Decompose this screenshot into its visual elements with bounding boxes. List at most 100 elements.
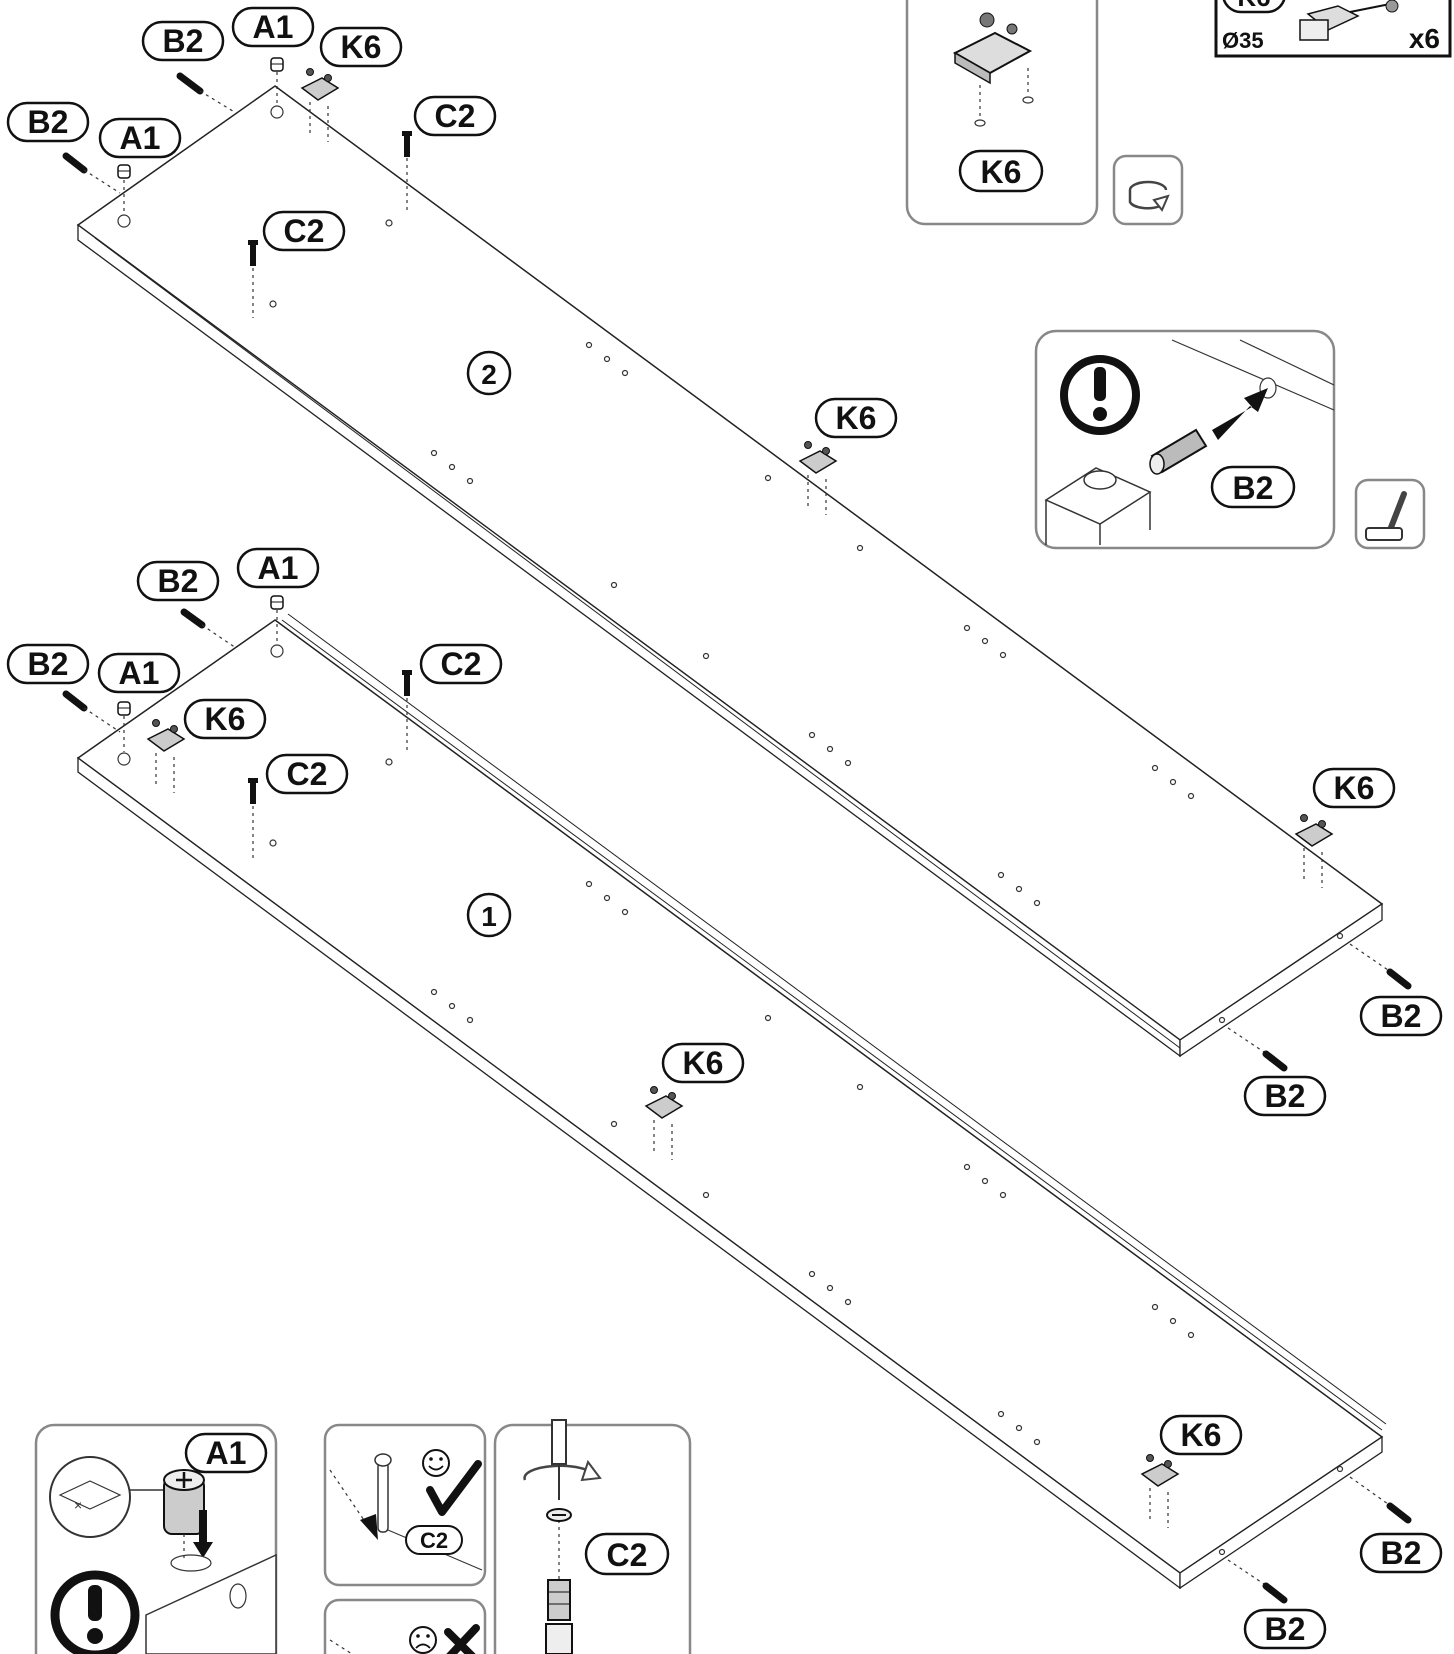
label-b2: B2 [141,20,225,62]
label-c2: C2 [419,643,503,685]
hinge-plate-k6 [1294,814,1334,888]
fittings [62,57,1412,1604]
label-b2: B2 [1359,995,1443,1037]
svg-text:B2: B2 [1381,998,1422,1034]
svg-text:K6: K6 [1237,0,1270,12]
label-c2: C2 [405,1525,463,1555]
dowel-b2-detail [1149,428,1208,475]
hinge-plate-k6 [146,719,186,793]
label-k6: K6 [814,397,898,439]
svg-text:C2: C2 [284,213,325,249]
svg-text:B2: B2 [1381,1535,1422,1571]
dowel-b2 [62,152,88,174]
panel-1-holes [117,644,1344,1556]
dowel-b2 [1386,968,1412,990]
screwdriver-icon [523,1419,602,1500]
exclamation-icon [50,1570,140,1654]
a1-cam-inset: × A1 [34,1423,278,1654]
screw-c2 [248,778,258,804]
panel-2-board [76,85,1384,1058]
svg-text:2: 2 [481,359,497,390]
label-c2: C2 [413,95,497,137]
c2-screwdriver-inset: C2 [493,1419,692,1654]
cam-a1 [270,595,284,610]
dowel-b2 [1386,1502,1412,1524]
label-k6: K6 [661,1042,745,1084]
label-a1: A1 [231,6,315,48]
c2-wrong-inset [323,1598,487,1654]
svg-text:K6: K6 [836,400,877,436]
svg-text:B2: B2 [1265,1611,1306,1647]
label-b2: B2 [136,560,220,602]
label-a1: A1 [184,1432,268,1474]
dowel-b2 [1262,1582,1288,1604]
b2-warning-inset: B2 [1034,329,1336,550]
label-k6: K6 [958,149,1044,193]
exclamation-icon [1060,355,1140,435]
svg-text:K6: K6 [205,701,246,737]
hinge-plate-k6 [1140,1454,1180,1528]
screw-c2 [402,131,412,157]
label-c2: C2 [265,753,349,795]
svg-text:A1: A1 [119,655,160,691]
label-k6: K6 [319,26,403,68]
rotate-arrow-icon [1112,154,1184,226]
label-c2: C2 [262,210,346,252]
svg-text:K6: K6 [341,29,382,65]
svg-text:B2: B2 [1233,470,1274,506]
dowel-b2 [1262,1050,1288,1072]
k6-detail-box: K6 [905,0,1099,226]
smiley-sad-icon [409,1626,437,1654]
svg-text:C2: C2 [420,1528,448,1553]
screw-c2 [248,240,258,266]
label-b2: B2 [1210,465,1296,509]
part-labels: B2 A1 K6 B2 A1 C2 C2 K6 K6 B2 B2 B2 A1 C… [6,6,1443,1650]
svg-text:×: × [74,1497,82,1513]
panel-2-holes [117,105,1344,1024]
dowel-b2 [180,608,206,629]
hinge-illustration [1299,0,1399,41]
dowel-b2 [176,72,204,95]
label-c2: C2 [584,1532,670,1576]
screw-c2 [402,670,412,696]
svg-text:B2: B2 [28,646,69,682]
label-b2: B2 [6,101,90,143]
svg-text:B2: B2 [158,563,199,599]
cam-a1 [270,57,284,72]
label-b2: B2 [1243,1608,1327,1650]
label-k6: K6 [1159,1414,1243,1456]
label-b2: B2 [1359,1532,1443,1574]
furniture-block [1044,467,1152,545]
svg-text:A1: A1 [258,550,299,586]
hammer-icon [1354,478,1426,550]
cross-icon [444,1624,480,1654]
label-k6: K6 [1222,0,1286,14]
svg-text:K6: K6 [1181,1417,1222,1453]
svg-text:K6: K6 [1334,770,1375,806]
label-k6: K6 [183,698,267,740]
svg-text:A1: A1 [253,9,294,45]
hinge-plate-detail [952,12,1033,85]
cam-a1 [117,701,131,716]
dowel-b2 [62,690,88,712]
label-k6: K6 [1312,767,1396,809]
label-b2: B2 [1243,1075,1327,1117]
hinge-plate-k6 [644,1086,684,1160]
parts-box-quantity: x6 [1409,23,1440,54]
svg-text:C2: C2 [607,1537,648,1573]
c2-correct-inset: C2 [323,1423,487,1587]
svg-text:K6: K6 [683,1045,724,1081]
hinge-plate-k6 [798,441,838,515]
svg-text:B2: B2 [1265,1078,1306,1114]
svg-text:1: 1 [481,901,497,932]
parts-box-diameter: Ø35 [1222,28,1264,53]
cam-a1 [117,164,131,179]
cam-a1-detail [163,1469,205,1535]
hinge-plates [146,68,1334,1528]
parts-box-k6: K6 Ø35 x6 [1214,0,1452,58]
panel-1-board [76,613,1387,1590]
svg-text:C2: C2 [287,756,328,792]
svg-text:C2: C2 [441,646,482,682]
panel-number-1: 1 [466,892,512,938]
